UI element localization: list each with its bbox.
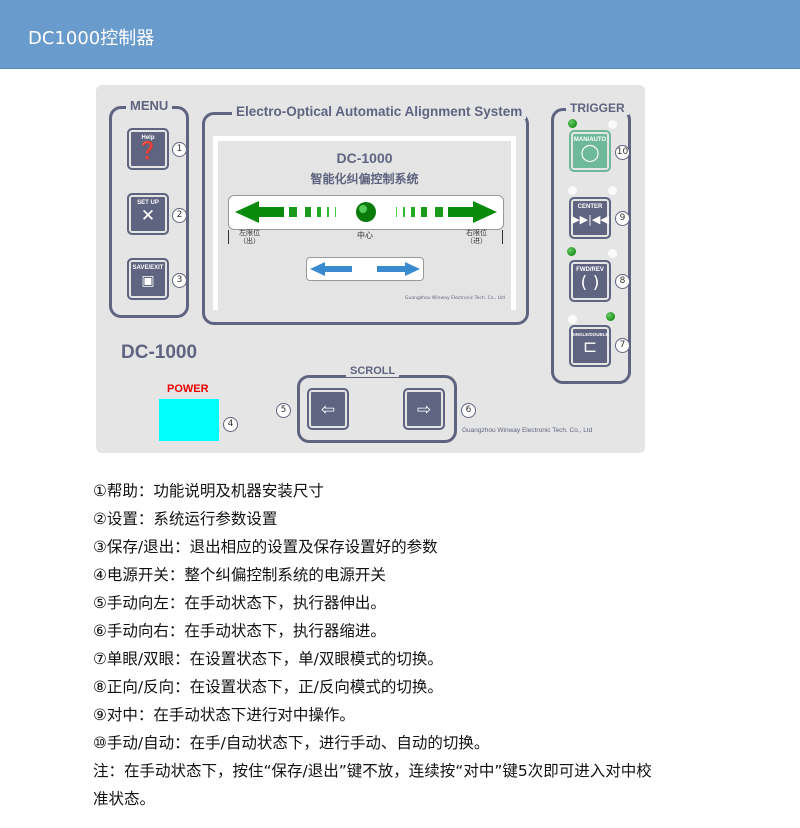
led-indicator	[608, 120, 617, 129]
setup-label: SET UP	[137, 200, 159, 206]
system-title: Electro-Optical Automatic Alignment Syst…	[232, 104, 527, 119]
right-limit-label: 右限位（进）	[466, 229, 487, 245]
description-item: ⑤手动向左：在手动状态下，执行器伸出。	[93, 594, 386, 612]
description-item: ⑨对中：在手动状态下进行对中操作。	[93, 706, 355, 724]
description-item: ①帮助：功能说明及机器安装尺寸	[93, 482, 324, 500]
single-double-label: SINGLE/DOUBLE	[571, 332, 609, 337]
power-label: POWER	[167, 383, 209, 395]
floppy-disk-icon: ▣	[141, 273, 155, 289]
badge-5: 5	[276, 403, 291, 418]
button-descriptions: ①帮助：功能说明及机器安装尺寸 ②设置：系统运行参数设置 ③保存/退出：退出相应…	[93, 477, 793, 813]
led-indicator	[608, 186, 617, 195]
power-cycle-icon: ◯	[580, 143, 600, 163]
company-label: Guangzhou Winway Electronic Tech. Co., L…	[462, 427, 593, 434]
screen-subtitle: 智能化纠偏控制系统	[310, 172, 419, 186]
fwd-rev-label: FWD/REV	[576, 267, 604, 273]
model-label: DC-1000	[121, 342, 198, 363]
man-auto-button[interactable]: MAN/AUTO◯	[569, 130, 611, 172]
arrow-left-icon: ⇦	[320, 400, 336, 420]
blue-arrows-icon	[310, 262, 420, 276]
help-button[interactable]: Help❓	[127, 128, 169, 170]
fwd-rev-button[interactable]: FWD/REV( )	[569, 260, 611, 302]
description-item: ⑥手动向右：在手动状态下，执行器缩进。	[93, 622, 386, 640]
badge-9: 9	[615, 211, 630, 226]
page-title: DC1000控制器	[28, 28, 155, 49]
led-indicator	[568, 315, 577, 324]
badge-3: 3	[172, 273, 187, 288]
left-limit-label: 左限位（出）	[239, 229, 260, 245]
center-arrows-icon: ▶▶|◀◀	[571, 213, 609, 226]
arrow-right-icon: ⇨	[416, 400, 432, 420]
description-item: ④电源开关：整个纠偏控制系统的电源开关	[93, 566, 386, 584]
led-indicator	[568, 119, 577, 128]
scroll-label: SCROLL	[346, 365, 400, 377]
center-label: 中心	[357, 231, 373, 240]
bracket-icon: ⊏	[582, 337, 598, 357]
menu-label: MENU	[126, 98, 173, 113]
trigger-label: TRIGGER	[566, 101, 629, 115]
description-item: ②设置：系统运行参数设置	[93, 510, 278, 528]
badge-10: 10	[615, 145, 630, 160]
badge-4: 4	[223, 417, 238, 432]
scroll-left-button[interactable]: ⇦	[307, 388, 349, 430]
setup-button[interactable]: SET UP✕	[127, 193, 169, 235]
position-indicator	[228, 195, 504, 230]
led-indicator	[608, 249, 617, 258]
screen-company: Guangzhou Winway Electronic Tech. Co., L…	[405, 296, 505, 301]
save-exit-label: SAVE/EXIT	[132, 265, 164, 271]
center-label: CENTER	[577, 204, 603, 210]
badge-6: 6	[461, 403, 476, 418]
badge-1: 1	[172, 142, 187, 157]
note-line: 准状态。	[93, 790, 156, 808]
save-exit-button[interactable]: SAVE/EXIT ▣	[127, 258, 169, 300]
single-double-button[interactable]: SINGLE/DOUBLE⊏	[569, 325, 611, 367]
position-arrows-icon	[235, 201, 497, 223]
screen-model: DC-1000	[336, 150, 393, 166]
center-button[interactable]: CENTER ▶▶|◀◀	[569, 197, 611, 239]
direction-indicator	[306, 257, 424, 281]
header-bar: DC1000控制器	[0, 0, 800, 69]
description-item: ⑩手动/自动：在手/自动状态下，进行手动、自动的切换。	[93, 734, 490, 752]
led-indicator	[567, 247, 576, 256]
badge-8: 8	[615, 274, 630, 289]
description-item: ③保存/退出：退出相应的设置及保存设置好的参数	[93, 538, 438, 556]
reverse-icon: ( )	[580, 273, 600, 293]
note-line: 注：在手动状态下，按住“保存/退出”键不放，连续按“对中”键5次即可进入对中校	[93, 762, 652, 780]
question-icon: ❓	[137, 141, 159, 161]
description-item: ⑦单眼/双眼：在设置状态下，单/双眼模式的切换。	[93, 650, 443, 668]
help-label: Help	[141, 135, 155, 141]
power-switch[interactable]	[159, 399, 219, 441]
badge-2: 2	[172, 208, 187, 223]
tools-icon: ✕	[140, 206, 156, 226]
man-auto-label: MAN/AUTO	[573, 137, 607, 143]
badge-7: 7	[615, 338, 630, 353]
scroll-right-button[interactable]: ⇨	[403, 388, 445, 430]
description-item: ⑧正向/反向：在设置状态下，正/反向模式的切换。	[93, 678, 443, 696]
led-indicator	[568, 186, 577, 195]
led-indicator	[606, 312, 615, 321]
